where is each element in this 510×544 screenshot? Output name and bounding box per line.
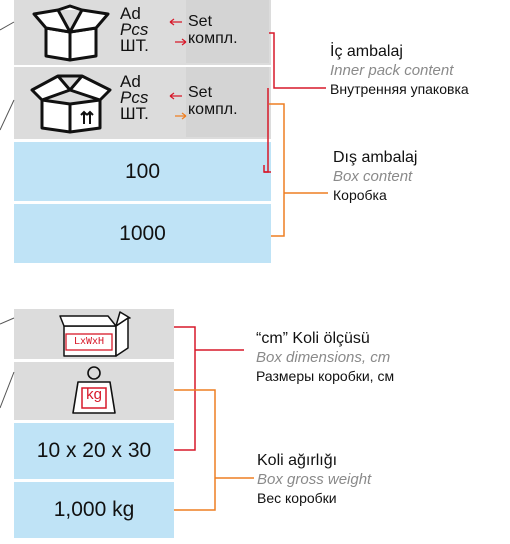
box-dimensions-icon bbox=[59, 311, 131, 357]
weight-value: 1,000 kg bbox=[14, 482, 174, 538]
label-sht-2: ШТ. bbox=[120, 104, 149, 123]
label-kompl-2: компл. bbox=[188, 101, 238, 118]
label-sht-1: ШТ. bbox=[120, 36, 149, 55]
legend-dims-en: Box dimensions, cm bbox=[256, 349, 391, 366]
pcs-labels-2: Ad Pcs ШТ. bbox=[120, 72, 149, 123]
legend-dims-ru: Размеры коробки, см bbox=[256, 368, 395, 384]
label-pcs-1: Pcs bbox=[120, 20, 149, 39]
dimensions-value: 10 x 20 x 30 bbox=[14, 423, 174, 479]
weight-icon bbox=[72, 366, 116, 414]
label-set-2: Set bbox=[188, 84, 213, 101]
legend-dimensions: “cm” Koli ölçüsü Box dimensions, cm Разм… bbox=[256, 329, 394, 386]
legend-dims-tr: “cm” Koli ölçüsü bbox=[256, 330, 370, 347]
legend-box-tr: Dış ambalaj bbox=[333, 149, 418, 166]
label-set-1: Set bbox=[188, 13, 213, 30]
set-box-1 bbox=[186, 0, 269, 63]
legend-weight-en: Box gross weight bbox=[257, 471, 372, 488]
pcs-labels-1: Ad Pcs ШТ. bbox=[120, 4, 149, 55]
closed-box-icon bbox=[30, 74, 112, 134]
label-ad-2: Ad bbox=[120, 72, 141, 91]
legend-inner-ru: Внутренняя упаковка bbox=[330, 81, 469, 97]
label-kompl-1: компл. bbox=[188, 30, 238, 47]
set-labels-1: Set компл. bbox=[188, 13, 238, 47]
legend-box-ru: Коробка bbox=[333, 187, 387, 203]
weight-icon-text: kg bbox=[86, 386, 102, 403]
open-box-icon bbox=[32, 4, 110, 62]
set-box-2 bbox=[186, 67, 269, 137]
legend-weight-ru: Вес коробки bbox=[257, 490, 337, 506]
box-dimensions-text: LxWxH bbox=[73, 336, 105, 347]
label-pcs-2: Pcs bbox=[120, 88, 149, 107]
legend-inner-pack: İç ambalaj Inner pack content Внутренняя… bbox=[330, 42, 469, 99]
legend-box-en: Box content bbox=[333, 168, 413, 185]
box-content-value: 1000 bbox=[14, 204, 271, 263]
legend-inner-en: Inner pack content bbox=[330, 62, 454, 79]
legend-box-content: Dış ambalaj Box content Коробка bbox=[333, 148, 417, 205]
legend-weight-tr: Koli ağırlığı bbox=[257, 452, 338, 469]
inner-pack-value: 100 bbox=[14, 142, 271, 201]
set-labels-2: Set компл. bbox=[188, 84, 238, 118]
label-ad-1: Ad bbox=[120, 4, 141, 23]
legend-inner-tr: İç ambalaj bbox=[330, 43, 403, 60]
legend-weight: Koli ağırlığı Box gross weight Вес короб… bbox=[257, 451, 371, 508]
